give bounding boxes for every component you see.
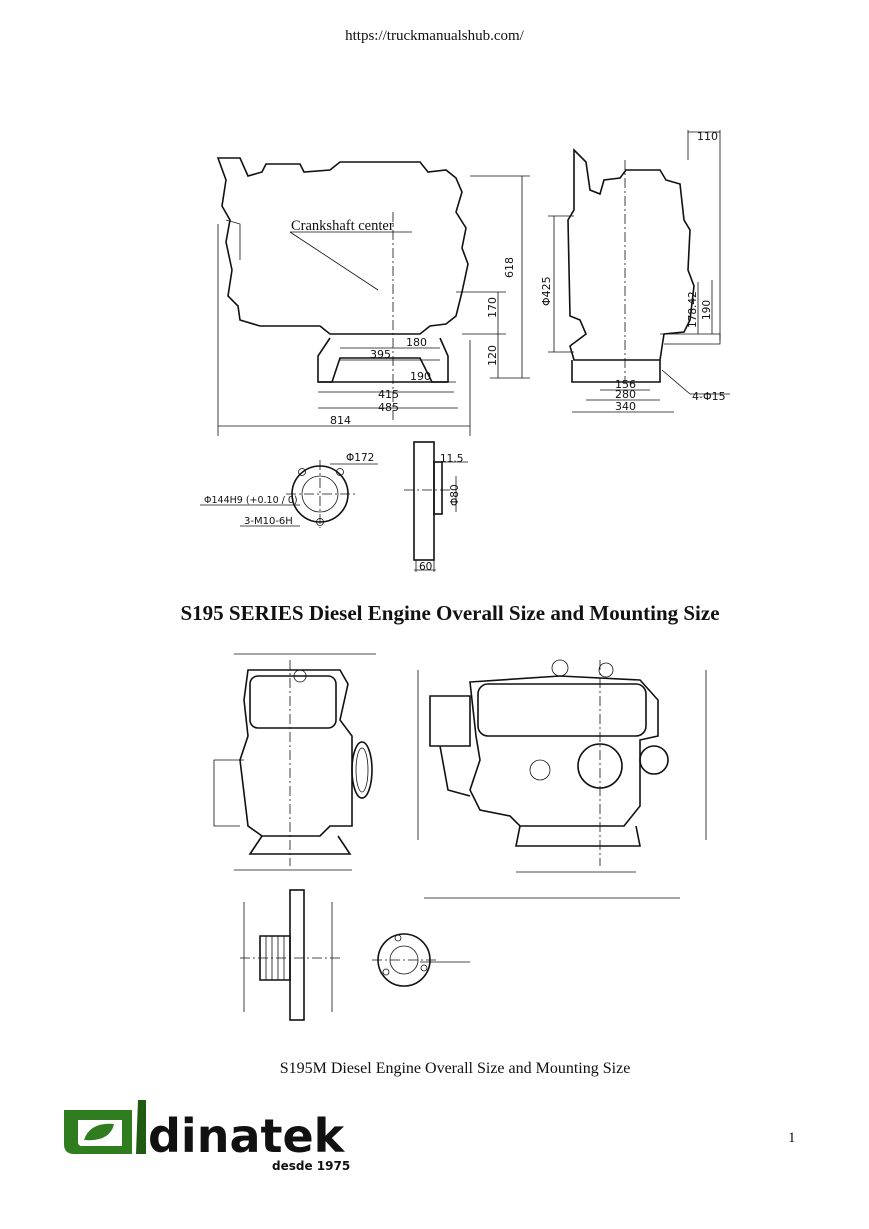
dim-180: 180 bbox=[406, 336, 427, 349]
logo-tagline: desde 1975 bbox=[272, 1159, 350, 1173]
dim-340: 340 bbox=[615, 400, 636, 413]
header-url: https://truckmanualshub.com/ bbox=[345, 28, 524, 44]
dim-phi144: Φ144H9 (+0.10 / 0) bbox=[204, 495, 298, 506]
dim-110: 110 bbox=[697, 130, 718, 143]
dim-395: 395 bbox=[370, 348, 391, 361]
side-view bbox=[548, 130, 730, 413]
dim-618: 618 bbox=[503, 257, 516, 278]
figure2-caption: S195M Diesel Engine Overall Size and Mou… bbox=[279, 1060, 631, 1077]
dim-120: 120 bbox=[486, 345, 499, 366]
dim-phi425: Φ425 bbox=[540, 276, 553, 306]
front-view bbox=[216, 157, 530, 436]
dim-phi80: Φ80 bbox=[449, 484, 461, 506]
s195m-front-view bbox=[213, 653, 376, 871]
dim-415: 415 bbox=[378, 388, 399, 401]
dinatek-logo-mark: dinatek desde 1975 bbox=[64, 1100, 350, 1173]
flange-view bbox=[200, 460, 378, 528]
dim-485: 485 bbox=[378, 401, 399, 414]
crankshaft-annotation: Crankshaft center bbox=[291, 218, 394, 234]
s195m-side-view bbox=[417, 659, 707, 899]
s195-dimension-drawing: Crankshaft center 618 170 120 180 395 19… bbox=[200, 130, 730, 573]
figure1-caption: S195 SERIES Diesel Engine Overall Size a… bbox=[180, 601, 720, 625]
dim-170: 170 bbox=[486, 297, 499, 318]
dim-60: 60 bbox=[419, 561, 432, 573]
dim-4-phi15: 4-Φ15 bbox=[692, 390, 726, 403]
dim-11-5: 11.5 bbox=[440, 453, 463, 465]
dim-156: 156 bbox=[615, 378, 636, 391]
dim-190: 190 bbox=[410, 370, 431, 383]
dim-3-m10: 3-M10-6H bbox=[244, 516, 293, 527]
dinatek-logo: dinatek desde 1975 bbox=[60, 1096, 370, 1181]
dim-178-42: 178.42 bbox=[687, 291, 699, 328]
dim-280: 280 bbox=[615, 388, 636, 401]
section-view bbox=[404, 441, 468, 572]
dim-814: 814 bbox=[330, 414, 351, 427]
dim-190-side: 190 bbox=[701, 300, 713, 320]
dim-phi172: Φ172 bbox=[346, 452, 374, 464]
s195m-pulley-detail bbox=[240, 889, 470, 1021]
logo-text: dinatek bbox=[148, 1109, 346, 1163]
s195m-dimension-drawing bbox=[213, 653, 707, 1021]
page-number: 1 bbox=[788, 1130, 796, 1146]
